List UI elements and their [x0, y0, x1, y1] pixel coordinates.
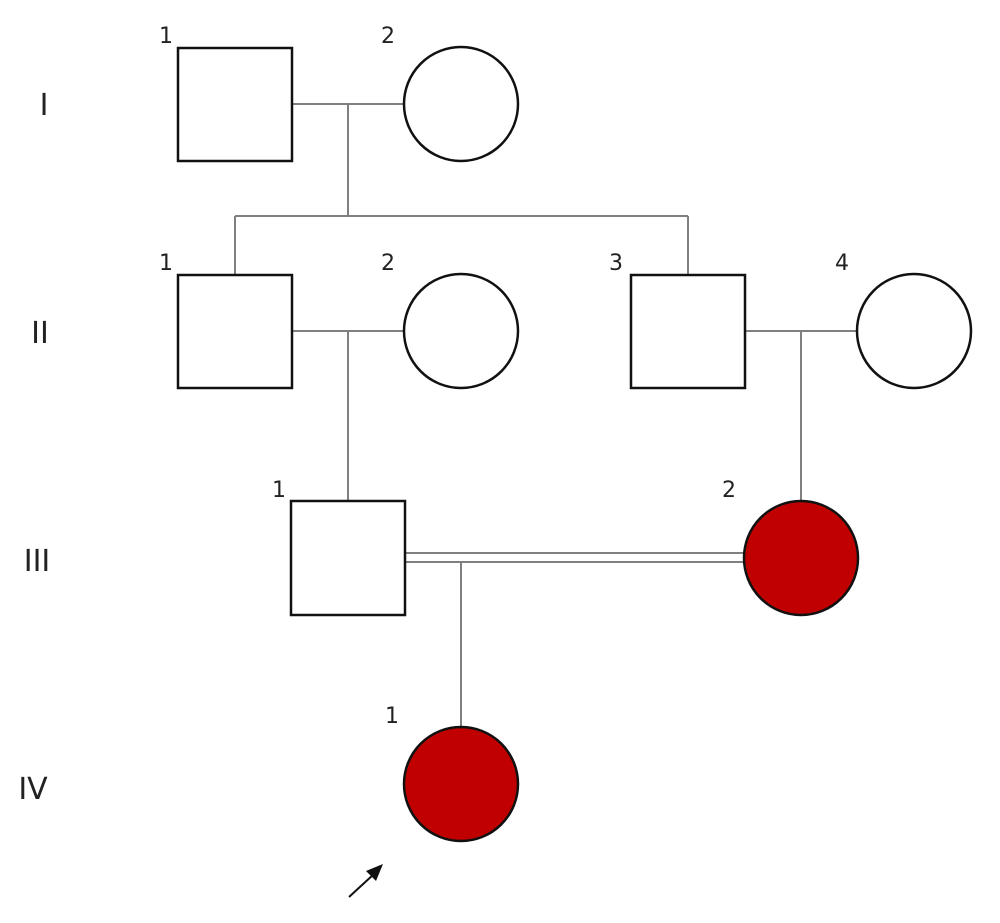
individual-number-II-4: 4 [835, 251, 849, 276]
generation-label-IV: IV [18, 772, 48, 807]
individual-I-2-female [402, 45, 520, 163]
generation-label-II: II [31, 316, 49, 351]
generation-label-III: III [24, 544, 51, 579]
individual-IV-1-female-affected-proband [402, 725, 520, 843]
individual-number-IV-1: 1 [385, 704, 399, 729]
individual-II-1-male [176, 273, 294, 390]
connector-lines [234, 103, 857, 727]
individual-number-II-3: 3 [609, 251, 623, 276]
individual-III-1-male [289, 499, 407, 617]
individual-number-II-2: 2 [381, 251, 395, 276]
individual-number-I-1: 1 [159, 24, 173, 49]
individual-number-III-2: 2 [722, 478, 736, 503]
individual-II-3-male [629, 273, 747, 390]
individual-II-2-female [402, 272, 520, 390]
individual-I-1-male [176, 46, 294, 163]
individual-II-4-female [855, 272, 973, 390]
individual-number-II-1: 1 [159, 251, 173, 276]
generation-label-I: I [40, 88, 49, 123]
proband-arrow-icon [348, 864, 383, 898]
individual-number-I-2: 2 [381, 24, 395, 49]
individual-III-2-female-affected [742, 499, 860, 617]
individual-number-III-1: 1 [272, 478, 286, 503]
